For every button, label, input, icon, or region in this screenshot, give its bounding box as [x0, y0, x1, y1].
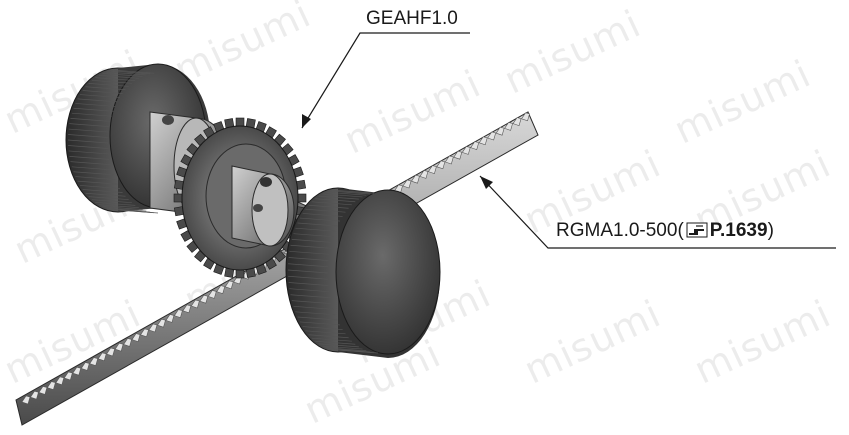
ref-close-paren: ): [767, 220, 774, 241]
rack-leader-arrowhead: [480, 176, 493, 189]
gear-leader-arrowhead: [302, 114, 311, 128]
right-knob: [285, 187, 441, 358]
left-knob: [65, 63, 210, 214]
ref-page-link[interactable]: P.1639: [709, 220, 768, 241]
callout-lines: [301, 32, 836, 249]
ref-open-paren: (: [677, 220, 684, 241]
rack-callout-label: RGMA1.0-500( P.1639): [556, 220, 774, 242]
knurling: [287, 189, 379, 354]
knurling: [67, 69, 159, 214]
hand-pointer-icon[interactable]: [686, 222, 708, 238]
rack-leader-line: [479, 175, 836, 249]
rack-part-number: RGMA1.0-500: [556, 220, 678, 241]
gear-leader-line: [301, 32, 470, 129]
gear-callout-label: GEAHF1.0: [366, 8, 458, 29]
gear-hub: [231, 165, 295, 247]
